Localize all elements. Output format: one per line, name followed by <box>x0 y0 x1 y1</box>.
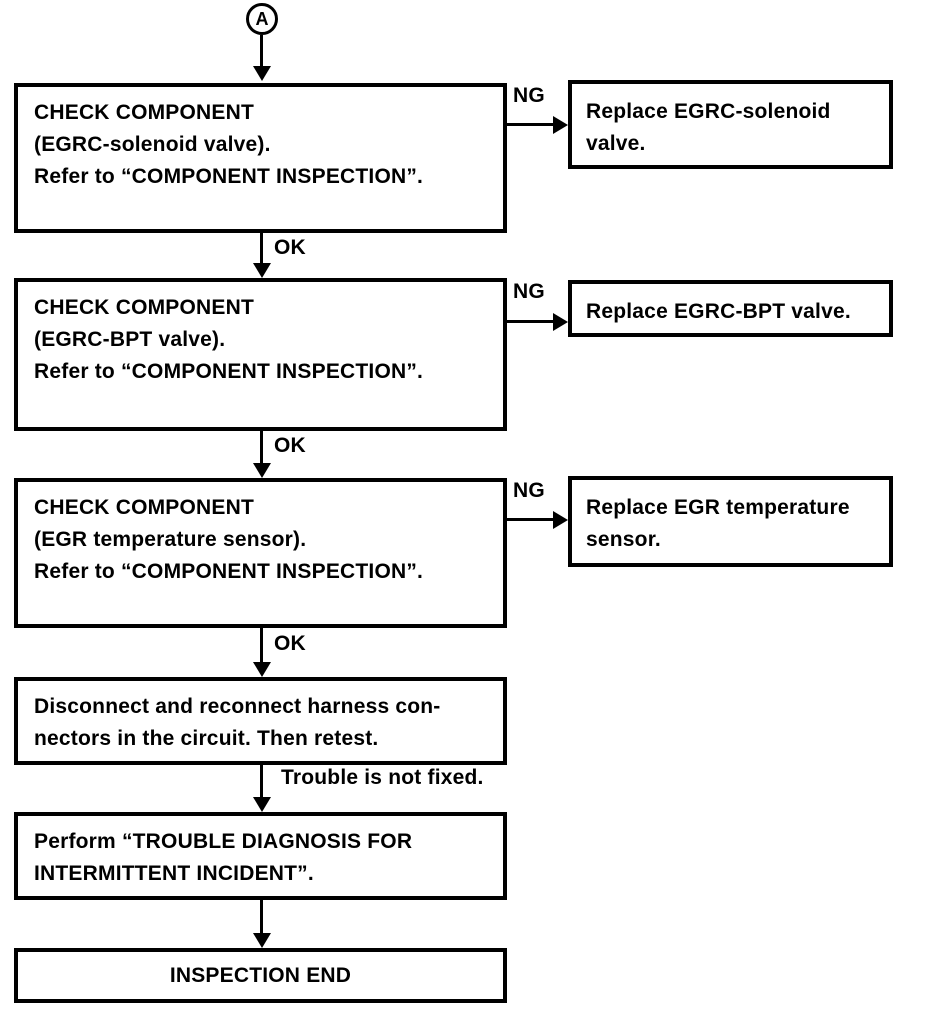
ok-label-2: OK <box>274 434 306 457</box>
connector-a-label: A <box>255 9 269 29</box>
arrow-head-down-icon <box>253 797 271 812</box>
check-box-line: (EGR temperature sensor). <box>34 528 307 551</box>
check-box-line: CHECK COMPONENT <box>34 296 255 319</box>
check-box-line: CHECK COMPONENT <box>34 496 255 519</box>
perform-trouble-diagnosis-box: Perform “TROUBLE DIAGNOSIS FOR INTERMITT… <box>14 812 507 900</box>
arrow-down-from-a <box>253 35 271 81</box>
inspection-end-label: INSPECTION END <box>169 963 352 987</box>
action-box-replace-egrc-bpt: Replace EGRC-BPT valve. <box>568 280 893 337</box>
arrow-trouble-not-fixed <box>253 765 271 812</box>
check-box-line: Refer to “COMPONENT INSPECTION”. <box>34 360 424 383</box>
arrow-head-down-icon <box>253 933 271 948</box>
arrow-to-inspection-end <box>253 900 271 948</box>
arrow-head-right-icon <box>553 313 568 331</box>
arrow-head-right-icon <box>553 116 568 134</box>
arrow-head-down-icon <box>253 263 271 278</box>
reconnect-box-line: nectors in the circuit. Then retest. <box>34 727 379 750</box>
arrow-head-down-icon <box>253 463 271 478</box>
arrow-ok-2 <box>253 431 271 478</box>
action-box-line: sensor. <box>586 528 661 551</box>
ok-label-1: OK <box>274 236 306 259</box>
action-box-replace-egr-temp-sensor: Replace EGR temperature sensor. <box>568 476 893 567</box>
action-box-line: Replace EGRC-solenoid <box>586 100 831 123</box>
inspection-end-box: INSPECTION END <box>14 948 507 1003</box>
connector-a-circle: A <box>246 3 278 35</box>
check-box-egr-temp-sensor: CHECK COMPONENT (EGR temperature sensor)… <box>14 478 507 628</box>
arrow-shaft <box>260 35 263 69</box>
check-box-line: Refer to “COMPONENT INSPECTION”. <box>34 560 424 583</box>
arrow-ok-3 <box>253 628 271 677</box>
arrow-shaft <box>260 628 263 665</box>
trouble-not-fixed-label: Trouble is not fixed. <box>281 766 484 789</box>
arrow-shaft <box>260 431 263 466</box>
action-box-line: Replace EGR temperature <box>586 496 850 519</box>
arrow-ng-1 <box>507 116 568 134</box>
check-box-line: CHECK COMPONENT <box>34 101 255 124</box>
check-box-egrc-bpt: CHECK COMPONENT (EGRC-BPT valve). Refer … <box>14 278 507 431</box>
check-box-line: Refer to “COMPONENT INSPECTION”. <box>34 165 424 188</box>
arrow-ng-2 <box>507 313 568 331</box>
action-box-line: Replace EGRC-BPT valve. <box>586 300 851 323</box>
ng-label-3: NG <box>513 479 545 502</box>
reconnect-harness-box: Disconnect and reconnect harness con- ne… <box>14 677 507 765</box>
arrow-shaft <box>507 320 555 323</box>
action-box-line: valve. <box>586 132 646 155</box>
arrow-ok-1 <box>253 233 271 278</box>
check-box-egrc-solenoid: CHECK COMPONENT (EGRC-solenoid valve). R… <box>14 83 507 233</box>
check-box-line: (EGRC-solenoid valve). <box>34 133 271 156</box>
arrow-shaft <box>507 518 555 521</box>
arrow-head-right-icon <box>553 511 568 529</box>
ng-label-1: NG <box>513 84 545 107</box>
perform-box-line: Perform “TROUBLE DIAGNOSIS FOR <box>34 830 413 853</box>
action-box-replace-egrc-solenoid: Replace EGRC-solenoid valve. <box>568 80 893 169</box>
arrow-shaft <box>507 123 555 126</box>
arrow-shaft <box>260 765 263 800</box>
arrow-shaft <box>260 233 263 266</box>
arrow-ng-3 <box>507 511 568 529</box>
ng-label-2: NG <box>513 280 545 303</box>
check-box-line: (EGRC-BPT valve). <box>34 328 226 351</box>
arrow-shaft <box>260 900 263 936</box>
perform-box-line: INTERMITTENT INCIDENT”. <box>34 862 314 885</box>
arrow-head-down-icon <box>253 66 271 81</box>
arrow-head-down-icon <box>253 662 271 677</box>
reconnect-box-line: Disconnect and reconnect harness con- <box>34 695 441 718</box>
ok-label-3: OK <box>274 632 306 655</box>
